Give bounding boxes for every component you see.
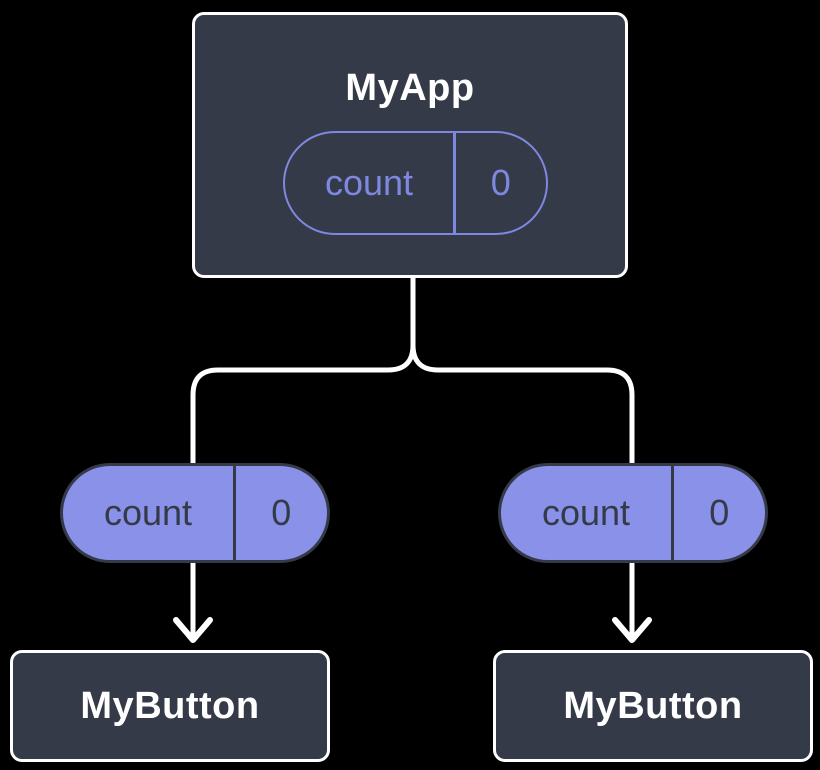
state-pill: count 0 [283,131,548,235]
mybutton-right-title: MyButton [563,684,743,727]
prop-pill-left-label: count [103,492,193,533]
prop-pill-right-value: 0 [709,492,730,533]
prop-pill-right-label: count [541,492,631,533]
myapp-node: MyApp count 0 [192,12,628,278]
myapp-title: MyApp [345,67,475,109]
mybutton-node-right: MyButton [493,650,813,762]
mybutton-left-title: MyButton [80,684,260,727]
prop-pill-left-divider [233,466,236,560]
tree-branch-right-line [410,278,635,463]
tree-branch-left-line [190,278,416,463]
right-down-arrow-icon [612,617,652,643]
mybutton-node-left: MyButton [10,650,330,762]
state-pill-value: 0 [490,162,511,203]
state-pill-label: count [324,162,414,203]
left-down-arrow-icon [173,617,213,643]
prop-pill-left: count 0 [60,463,330,563]
state-pill-divider [453,133,456,233]
prop-pill-left-value: 0 [271,492,292,533]
prop-pill-right-divider [671,466,674,560]
prop-pill-right: count 0 [498,463,768,563]
